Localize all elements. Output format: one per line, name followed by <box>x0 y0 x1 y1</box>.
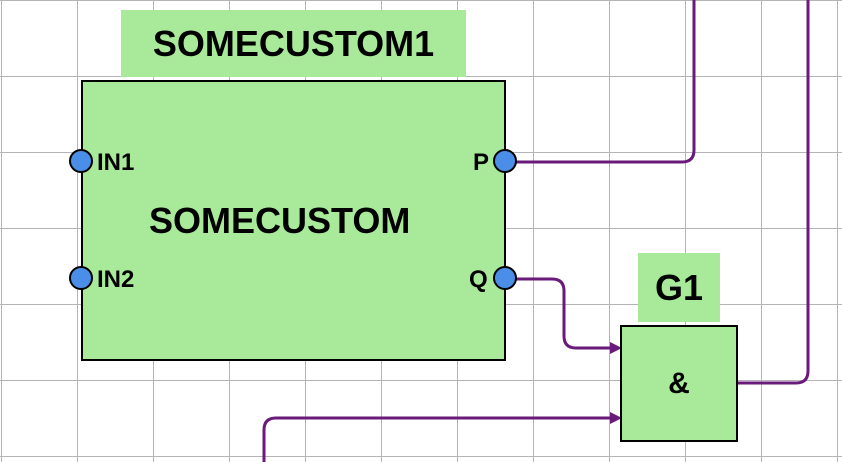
and-gate-block[interactable]: & <box>620 325 738 442</box>
port-p[interactable] <box>493 149 517 173</box>
port-label-q: Q <box>469 266 488 293</box>
wire-g1-output[interactable] <box>735 0 810 385</box>
port-in1[interactable] <box>69 149 93 173</box>
somecustom1-instance-label-text: SOMECUSTOM1 <box>152 22 435 64</box>
wire-input-to-g1[interactable] <box>262 416 614 462</box>
wire-q-to-g1[interactable] <box>503 277 614 350</box>
somecustom-type-label: SOMECUSTOM <box>149 200 411 241</box>
wire-p-output[interactable] <box>503 0 696 164</box>
arrowhead-g1-input-1 <box>610 342 622 354</box>
port-q[interactable] <box>493 266 517 290</box>
somecustom1-instance-label: SOMECUSTOM1 <box>121 10 466 77</box>
and-operator-label: & <box>668 366 690 400</box>
port-label-p: P <box>473 149 490 176</box>
g1-instance-label: G1 <box>638 253 720 322</box>
port-label-in2: IN2 <box>97 266 135 293</box>
arrowhead-g1-input-2 <box>610 412 622 424</box>
somecustom-block[interactable]: SOMECUSTOM IN1 IN2 P Q <box>81 80 506 361</box>
port-label-in1: IN1 <box>97 149 135 176</box>
g1-instance-label-text: G1 <box>654 266 704 308</box>
port-in2[interactable] <box>69 266 93 290</box>
